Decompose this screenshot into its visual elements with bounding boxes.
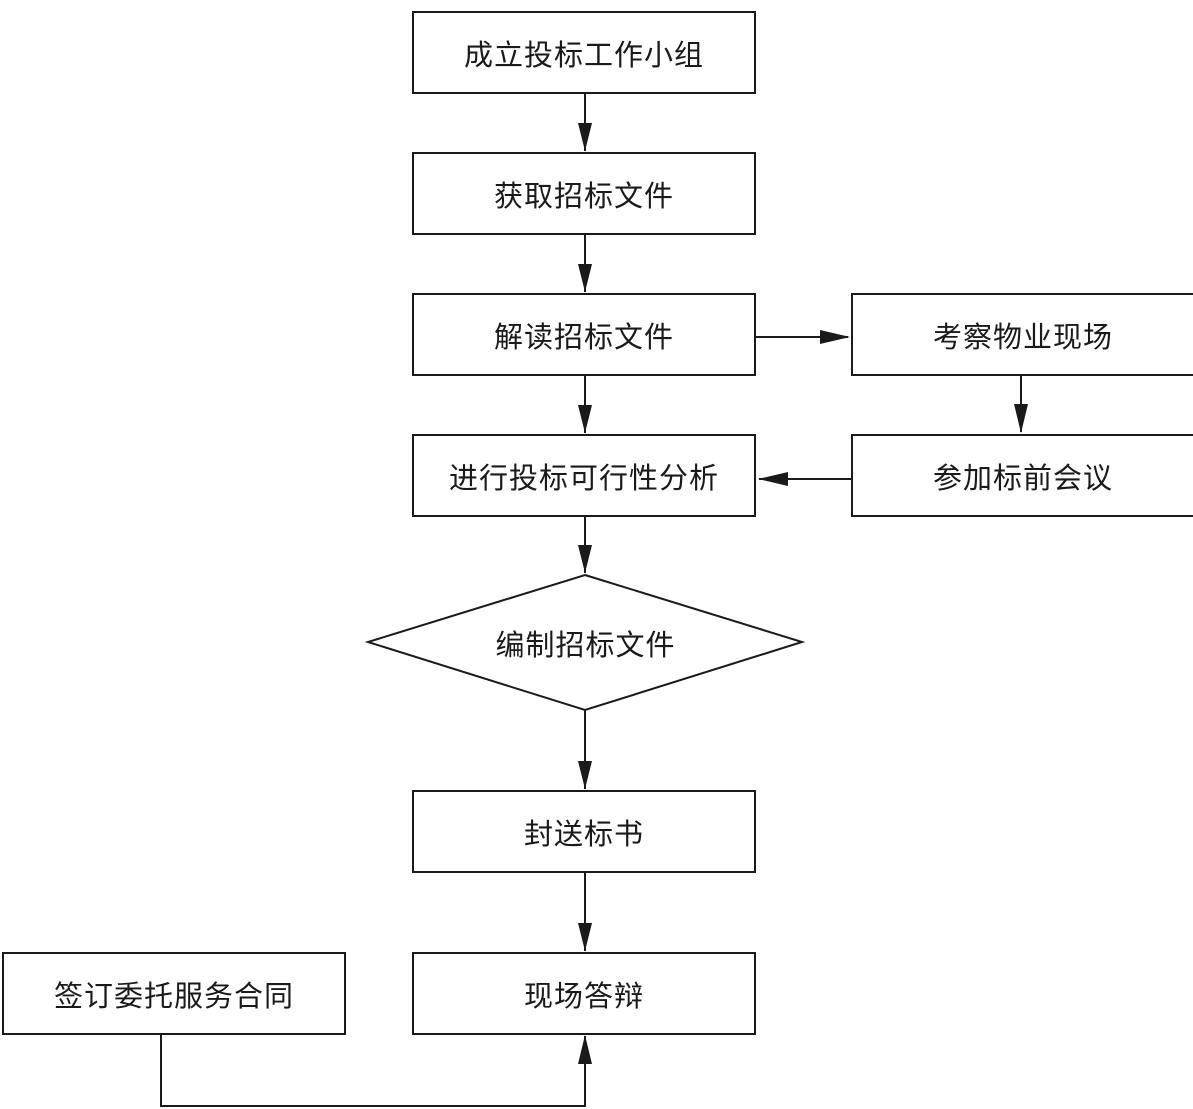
node-label: 签订委托服务合同	[53, 978, 294, 1013]
node-label: 进行投标可行性分析	[448, 460, 719, 495]
arrowhead-6	[578, 923, 592, 951]
arrowhead-4	[578, 545, 592, 573]
node-site-defense: 现场答辩	[412, 952, 756, 1035]
arrowhead-2	[578, 264, 592, 292]
arrowhead-1	[578, 123, 592, 151]
node-get-docs: 获取招标文件	[412, 152, 756, 235]
arrowhead-meeting	[1014, 404, 1028, 433]
arrowhead-up	[578, 1035, 592, 1064]
node-label: 成立投标工作小组	[463, 37, 704, 72]
node-label: 现场答辩	[523, 978, 644, 1013]
node-label: 参加标前会议	[932, 460, 1113, 495]
arrowhead-left	[758, 472, 788, 486]
node-label: 编制招标文件	[495, 627, 676, 662]
arrowhead-3	[578, 405, 592, 433]
node-feasibility: 进行投标可行性分析	[412, 434, 756, 517]
node-label: 考察物业现场	[932, 319, 1113, 354]
node-inspect-site: 考察物业现场	[851, 293, 1193, 376]
node-label: 封送标书	[523, 816, 644, 851]
arrowhead-5	[578, 761, 592, 789]
diamond-text-wrapper: 编制招标文件	[368, 575, 803, 710]
node-label: 解读招标文件	[493, 319, 674, 354]
node-form-team: 成立投标工作小组	[412, 11, 756, 94]
node-pre-bid-meeting: 参加标前会议	[851, 434, 1193, 517]
prepare-docs-diamond	[364, 573, 806, 712]
node-read-docs: 解读招标文件	[412, 293, 756, 376]
arrowhead-right	[820, 330, 850, 344]
node-label: 获取招标文件	[493, 178, 674, 213]
node-sign-contract: 签订委托服务合同	[2, 952, 346, 1035]
node-seal-submit: 封送标书	[412, 790, 756, 873]
arrow-sign-to-defense	[160, 1035, 586, 1107]
